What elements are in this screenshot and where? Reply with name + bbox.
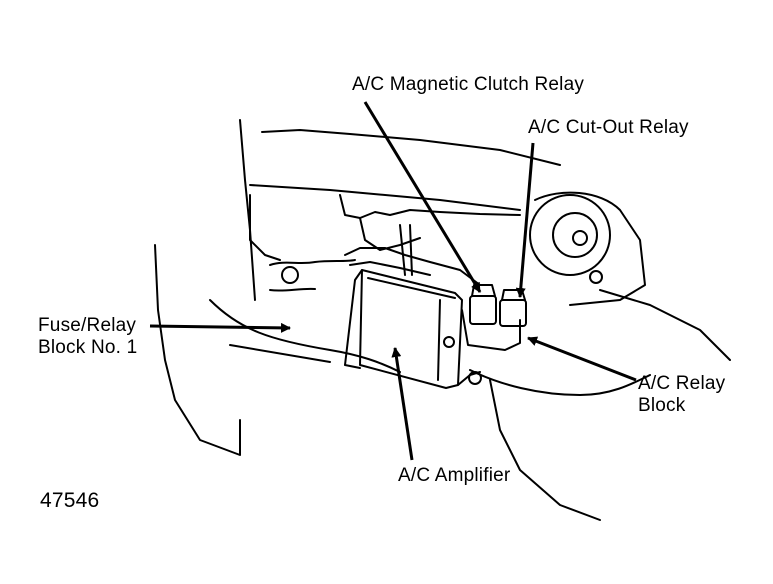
engine-bay-drawing [154,119,731,521]
arrow-cut-out-relay [515,142,535,298]
leader-arrows [149,101,637,461]
arrow-amplifier [391,347,414,461]
arrow-fuse-relay-block [149,322,291,333]
label-magnetic-clutch-relay: A/C Magnetic Clutch Relay [352,74,585,95]
label-relay-block-line2: Block [638,395,686,416]
label-fuse-relay-block-line2: Block No. 1 [38,337,138,358]
label-amplifier: A/C Amplifier [398,465,511,486]
arrow-magnetic-clutch-relay [363,101,482,293]
label-cut-out-relay: A/C Cut-Out Relay [528,117,689,138]
label-fuse-relay-block-line1: Fuse/Relay [38,315,137,336]
label-relay-block-line1: A/C Relay [638,373,726,394]
figure-number: 47546 [40,489,100,512]
arrow-relay-block [527,336,637,382]
